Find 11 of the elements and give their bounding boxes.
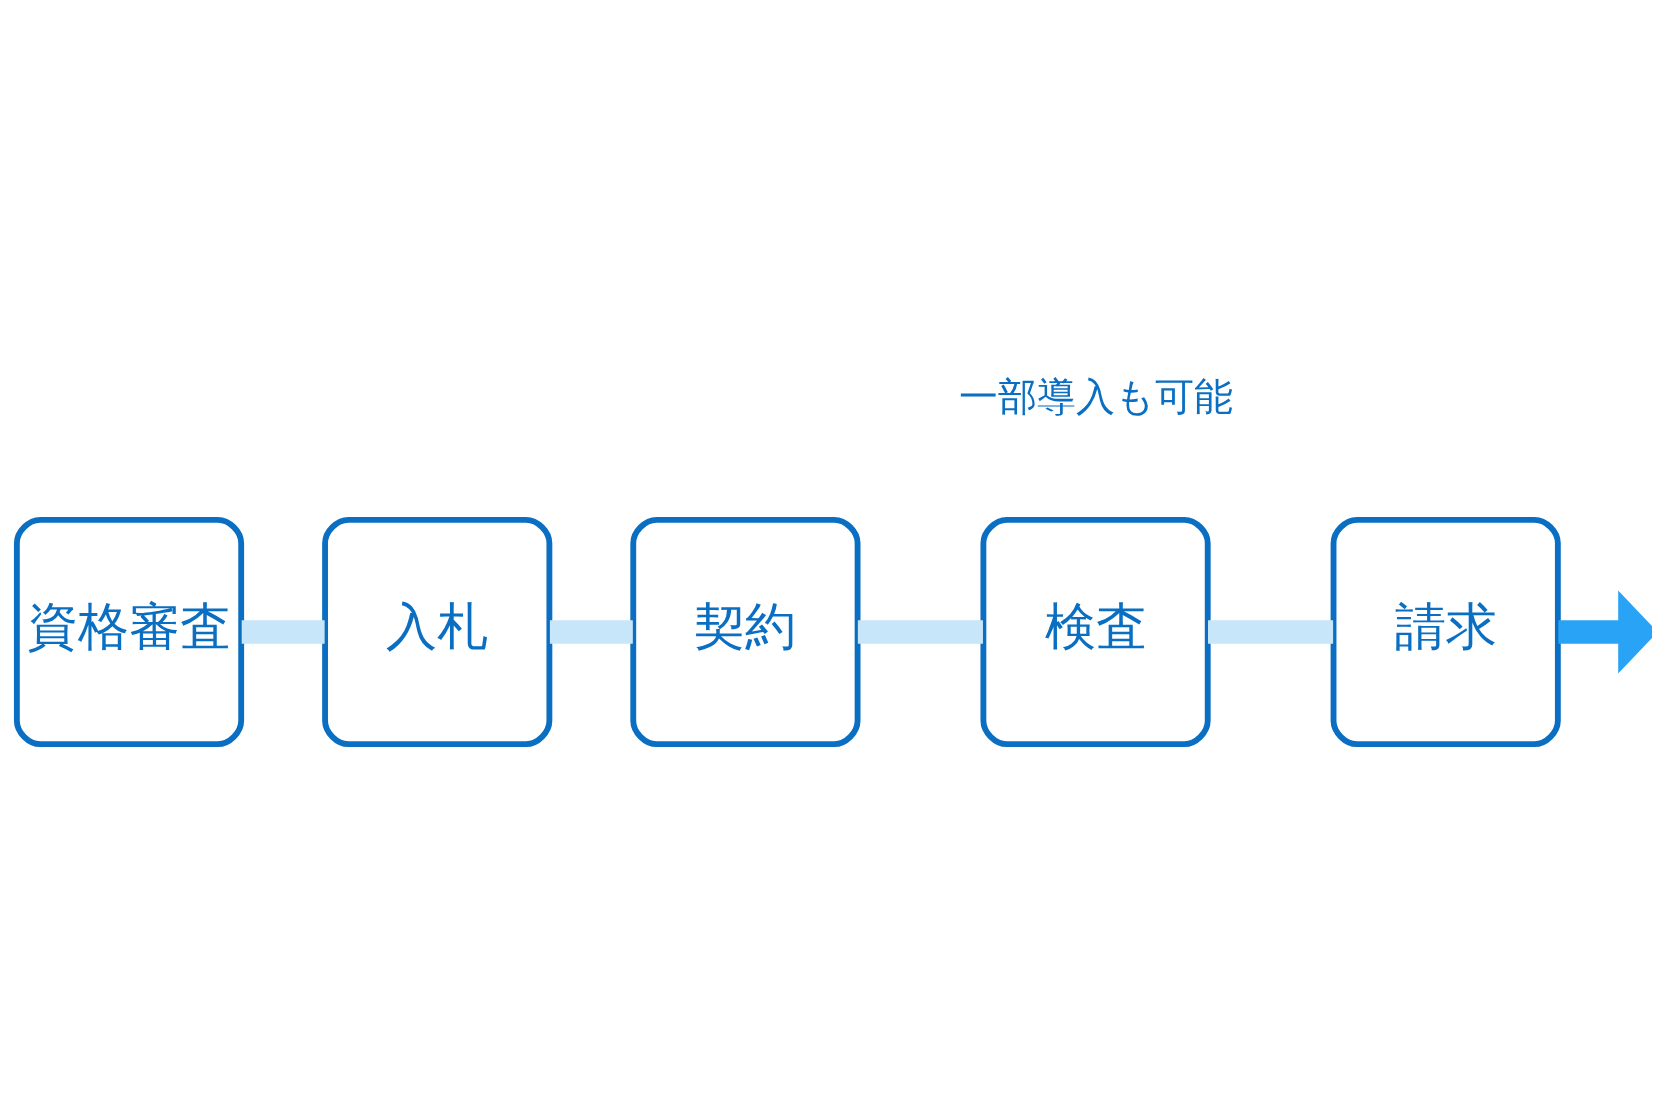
connector bbox=[857, 619, 983, 644]
connector bbox=[549, 619, 633, 644]
node-box: 請求 bbox=[1330, 516, 1561, 747]
label: 一部導入も可能 bbox=[958, 373, 1233, 419]
connector bbox=[241, 619, 325, 644]
arrow bbox=[1558, 589, 1652, 674]
node-box: 検査 bbox=[980, 516, 1211, 747]
node-box: 資格審査 bbox=[13, 516, 245, 747]
node-box: 契約 bbox=[630, 516, 861, 747]
connector bbox=[1208, 619, 1334, 644]
node-box: 入札 bbox=[322, 516, 553, 747]
